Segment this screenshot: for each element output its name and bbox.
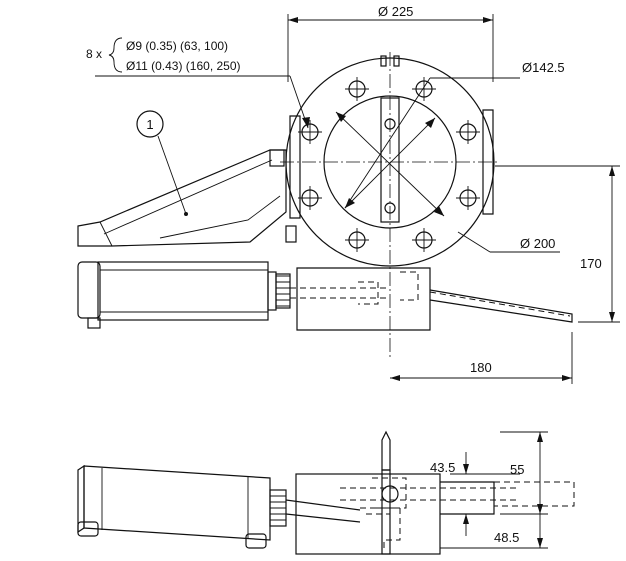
bolt-hole (456, 186, 480, 210)
bolt-hole (412, 77, 436, 101)
lever-bracket (77, 149, 297, 247)
bolt-note-multiplier: 8 x (86, 47, 102, 61)
dimension-label-55: 55 (510, 462, 524, 477)
dimension-label-170: 170 (580, 256, 602, 271)
dimension-side-43-5: 43.5 (430, 452, 520, 475)
bolt-hole (298, 186, 322, 210)
bolt-holes (298, 77, 480, 252)
side-view: 43.5 55 48.5 (77, 430, 575, 555)
dimension-flange-diameter: Ø 200 (457, 231, 560, 253)
dimension-label-225: Ø 225 (378, 4, 413, 19)
dimension-side-55: 55 (500, 431, 548, 515)
actuator-cylinder (77, 261, 291, 329)
dimension-label-200: Ø 200 (520, 236, 555, 251)
dimension-inner-diameter: Ø142.5 (344, 60, 565, 209)
bolt-hole (456, 120, 480, 144)
bolt-note-line-1: Ø9 (0.35) (63, 100) (126, 39, 228, 53)
dimension-label-180: 180 (470, 360, 492, 375)
dimension-height: 170 (495, 165, 620, 323)
side-valve-body (295, 430, 575, 555)
bolt-hole-note: 8 x Ø9 (0.35) (63, 100) Ø11 (0.43) (160,… (86, 37, 310, 129)
callout-1: 1 (136, 110, 188, 216)
valve-lower-body (290, 267, 573, 331)
front-view: Ø 225 8 x Ø9 (0.35) (63, 100) Ø11 (0.43)… (77, 4, 620, 384)
dimension-label-48-5: 48.5 (494, 530, 519, 545)
dimension-side-48-5: 48.5 (440, 514, 548, 549)
dimension-width: 180 (390, 332, 573, 384)
bolt-hole (345, 77, 369, 101)
bolt-hole (298, 120, 322, 144)
dimension-label-142-5: Ø142.5 (522, 60, 565, 75)
side-actuator (77, 464, 361, 549)
dimension-outer-diameter: Ø 225 (287, 4, 494, 82)
bolt-note-line-2: Ø11 (0.43) (160, 250) (126, 59, 241, 73)
dimension-label-43-5: 43.5 (430, 460, 455, 475)
bolt-hole (345, 228, 369, 252)
flange-body (280, 52, 500, 360)
callout-number: 1 (146, 117, 153, 132)
bolt-hole (412, 228, 436, 252)
